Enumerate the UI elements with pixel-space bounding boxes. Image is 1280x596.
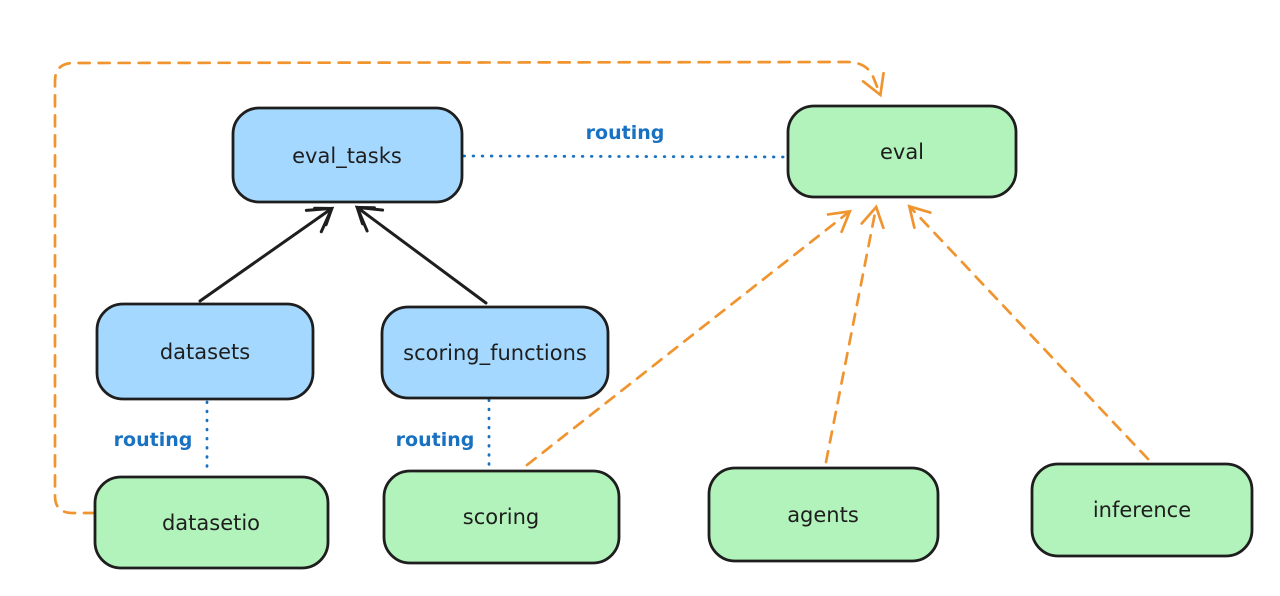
- edge-datasets-to-eval-tasks: [198, 206, 335, 303]
- edge-agents-to-eval: [824, 204, 885, 464]
- node-eval: eval: [786, 104, 1018, 199]
- node-inference-label: inference: [1093, 498, 1191, 522]
- node-scoring-functions-label: scoring_functions: [403, 341, 587, 366]
- edge-datasetio-to-eval: [53, 60, 885, 515]
- node-datasetio-label: datasetio: [162, 511, 260, 535]
- node-scoring-box: [382, 469, 621, 565]
- node-datasets-box: [95, 302, 315, 401]
- node-inference-box: [1030, 462, 1254, 558]
- node-scoring-functions-box: [380, 305, 610, 400]
- edge-eval-tasks-to-eval-routing: [462, 154, 788, 159]
- node-eval-box: [786, 104, 1018, 199]
- node-datasets-label: datasets: [160, 340, 250, 364]
- edge-scoring-to-eval: [525, 209, 852, 467]
- node-datasetio-box: [93, 475, 330, 570]
- node-datasetio: datasetio: [93, 475, 330, 570]
- edge-inference-to-eval: [907, 204, 1150, 461]
- node-scoring-functions: scoring_functions: [380, 305, 610, 400]
- node-scoring-label: scoring: [463, 505, 539, 529]
- node-agents: agents: [707, 466, 940, 563]
- node-inference: inference: [1030, 462, 1254, 558]
- routing-label-left: routing: [114, 429, 193, 451]
- node-agents-box: [707, 466, 940, 563]
- node-agents-label: agents: [787, 503, 859, 527]
- edge-scoring-functions-to-eval-tasks: [354, 205, 488, 305]
- node-eval-tasks-box: [231, 106, 464, 204]
- node-scoring: scoring: [382, 469, 621, 565]
- node-eval-tasks-label: eval_tasks: [292, 144, 402, 169]
- routing-label-middle: routing: [396, 429, 475, 451]
- node-eval-tasks: eval_tasks: [231, 106, 464, 204]
- node-datasets: datasets: [95, 302, 315, 401]
- routing-label-top: routing: [586, 122, 665, 144]
- node-eval-label: eval: [880, 140, 924, 164]
